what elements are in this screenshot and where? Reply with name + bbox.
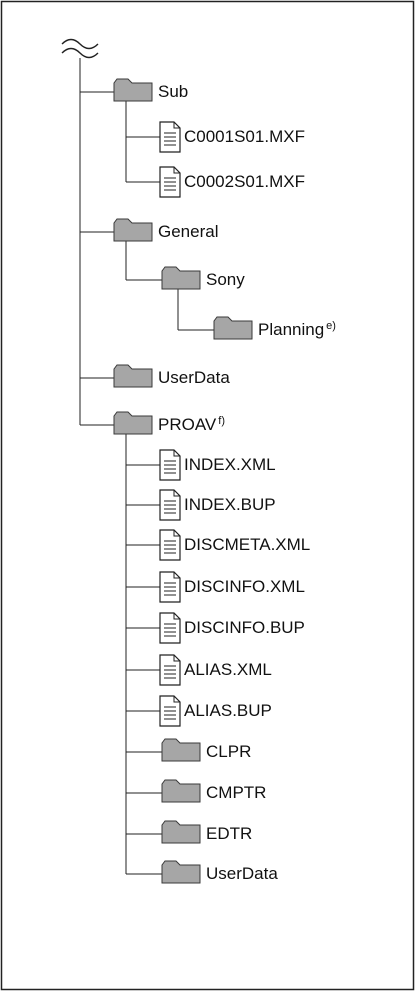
file-label: DISCINFO.XML	[184, 578, 305, 595]
folder-label: CMPTR	[206, 784, 266, 801]
folder-label: UserData	[158, 369, 230, 386]
folder-icon[interactable]	[113, 411, 153, 435]
node-name: General	[158, 222, 219, 241]
file-label: INDEX.XML	[184, 456, 276, 473]
node-name: INDEX.BUP	[184, 495, 276, 514]
folder-icon[interactable]	[113, 218, 153, 242]
node-name: ALIAS.XML	[184, 660, 272, 679]
folder-label: CLPR	[206, 743, 251, 760]
file-icon[interactable]	[159, 121, 181, 153]
folder-icon[interactable]	[113, 364, 153, 388]
file-icon[interactable]	[159, 612, 181, 644]
folder-icon[interactable]	[161, 779, 201, 803]
folder-icon[interactable]	[161, 820, 201, 844]
folder-icon[interactable]	[113, 78, 153, 102]
folder-label: Sub	[158, 83, 188, 100]
file-icon[interactable]	[159, 654, 181, 686]
node-name: C0002S01.MXF	[184, 172, 305, 191]
footnote-marker: f)	[218, 415, 225, 427]
node-name: CLPR	[206, 742, 252, 761]
file-label: C0001S01.MXF	[184, 128, 305, 145]
folder-label: UserData	[206, 865, 278, 882]
folder-label: EDTR	[206, 825, 252, 842]
file-label: DISCMETA.XML	[184, 536, 310, 553]
node-name: Sub	[158, 82, 189, 101]
file-icon[interactable]	[159, 695, 181, 727]
node-name: CMPTR	[206, 783, 267, 802]
file-icon[interactable]	[159, 571, 181, 603]
file-label: DISCINFO.BUP	[184, 619, 305, 636]
node-name: C0001S01.MXF	[184, 127, 305, 146]
node-name: Sony	[206, 270, 245, 289]
file-icon[interactable]	[159, 166, 181, 198]
file-label: ALIAS.BUP	[184, 702, 272, 719]
folder-icon[interactable]	[213, 316, 253, 340]
folder-label: Sony	[206, 271, 245, 288]
node-name: INDEX.XML	[184, 455, 276, 474]
tree-icons	[113, 78, 253, 884]
file-label: C0002S01.MXF	[184, 173, 305, 190]
node-name: Planning	[258, 320, 325, 339]
file-label: INDEX.BUP	[184, 496, 276, 513]
folder-icon[interactable]	[161, 266, 201, 290]
root-break-icon	[61, 38, 99, 59]
node-name: PROAV	[158, 415, 217, 434]
node-name: ALIAS.BUP	[184, 701, 272, 720]
node-name: UserData	[206, 864, 278, 883]
folder-label: General	[158, 223, 218, 240]
node-name: DISCINFO.BUP	[184, 618, 305, 637]
folder-icon[interactable]	[161, 738, 201, 762]
node-name: DISCINFO.XML	[184, 577, 305, 596]
file-icon[interactable]	[159, 529, 181, 561]
folder-icon[interactable]	[161, 860, 201, 884]
node-name: DISCMETA.XML	[184, 535, 311, 554]
file-icon[interactable]	[159, 449, 181, 481]
node-name: UserData	[158, 368, 230, 387]
node-name: EDTR	[206, 824, 253, 843]
tree-connectors	[79, 58, 214, 875]
file-icon[interactable]	[159, 489, 181, 521]
file-label: ALIAS.XML	[184, 661, 272, 678]
footnote-marker: e)	[326, 320, 336, 332]
